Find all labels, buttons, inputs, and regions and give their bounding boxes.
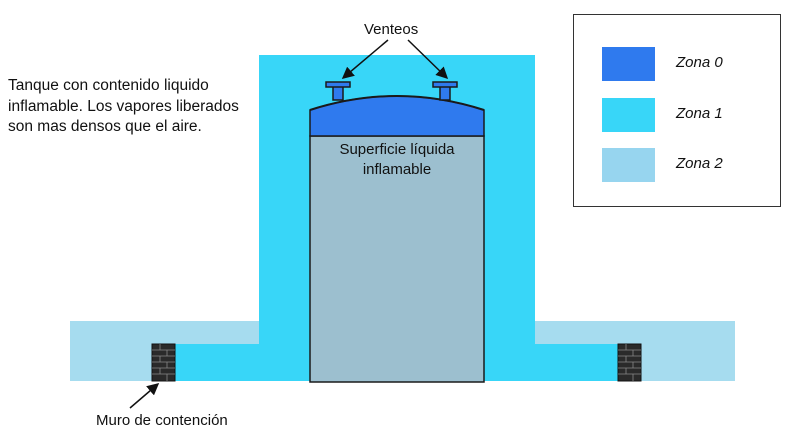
legend-swatch-zona-0 <box>602 47 655 81</box>
tank-description: Tanque con contenido liquido inflamable.… <box>8 77 239 135</box>
surface-label-line1: Superficie líquida <box>339 141 455 158</box>
legend-label-zona-1: Zona 1 <box>676 105 723 122</box>
wall-arrow <box>129 383 160 409</box>
vent-arrow-left <box>341 39 389 79</box>
vent-left <box>325 81 351 101</box>
surface-label-line2: inflamable <box>362 161 432 178</box>
containment-wall-label: Muro de contención <box>96 412 228 429</box>
legend: Zona 0 Zona 1 Zona 2 <box>573 14 781 207</box>
legend-swatch-zona-2 <box>602 148 655 182</box>
vent-right <box>432 81 458 101</box>
legend-label-zona-0: Zona 0 <box>676 54 723 71</box>
tank-body <box>309 135 485 383</box>
tank-roof <box>309 95 485 111</box>
vent-arrow-right <box>407 39 449 80</box>
legend-item-zona-1: Zona 1 <box>602 98 772 132</box>
vents-label: Venteos <box>364 21 419 38</box>
legend-item-zona-0: Zona 0 <box>602 47 772 81</box>
legend-label-zona-2: Zona 2 <box>676 155 723 172</box>
legend-swatch-zona-1 <box>602 98 655 132</box>
containment-wall-left <box>151 343 176 382</box>
surface-label: Superficie líquida inflamable <box>310 140 484 180</box>
containment-wall-right <box>617 343 642 382</box>
legend-item-zona-2: Zona 2 <box>602 148 772 182</box>
